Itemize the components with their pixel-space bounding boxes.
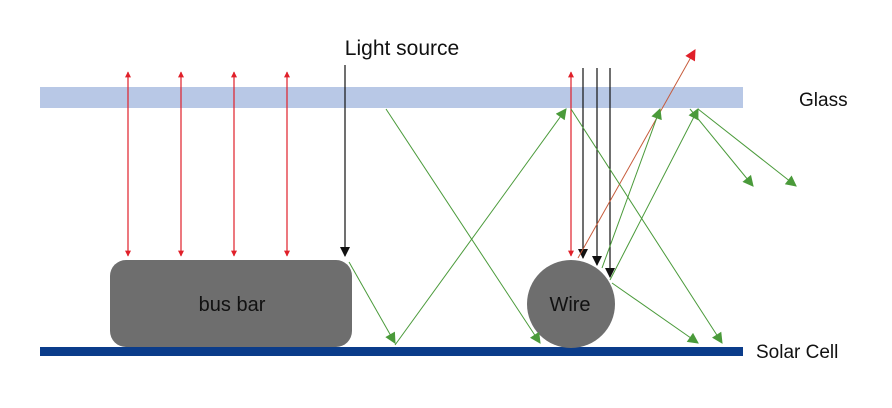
- scatter-ray: [611, 282, 699, 344]
- wire-incident-rays: [578, 68, 615, 278]
- scatter-ray: [385, 108, 541, 344]
- scatter-ray: [570, 108, 723, 344]
- scatter-ray: [689, 108, 754, 187]
- bus-bar-label: bus bar: [199, 294, 266, 316]
- wire-label: Wire: [549, 294, 590, 316]
- scatter-ray: [609, 108, 699, 281]
- busbar-scatter-rays: [348, 108, 567, 346]
- busbar-reflection-rays: [125, 71, 290, 257]
- glass-label: Glass: [799, 90, 848, 111]
- light-source-label: Light source: [345, 37, 459, 60]
- bus-bar-shape: [110, 260, 352, 347]
- wire-shape: [527, 260, 615, 348]
- scatter-ray: [348, 261, 396, 344]
- escaping-ray: [577, 49, 696, 259]
- solar-cell-layer: [40, 347, 743, 356]
- scatter-ray: [394, 108, 567, 346]
- glass-layer: [40, 87, 743, 108]
- scatter-ray: [601, 107, 662, 269]
- solar-cell-label: Solar Cell: [756, 342, 838, 363]
- scatter-ray: [697, 108, 797, 187]
- wire-scatter-rays: [570, 107, 797, 344]
